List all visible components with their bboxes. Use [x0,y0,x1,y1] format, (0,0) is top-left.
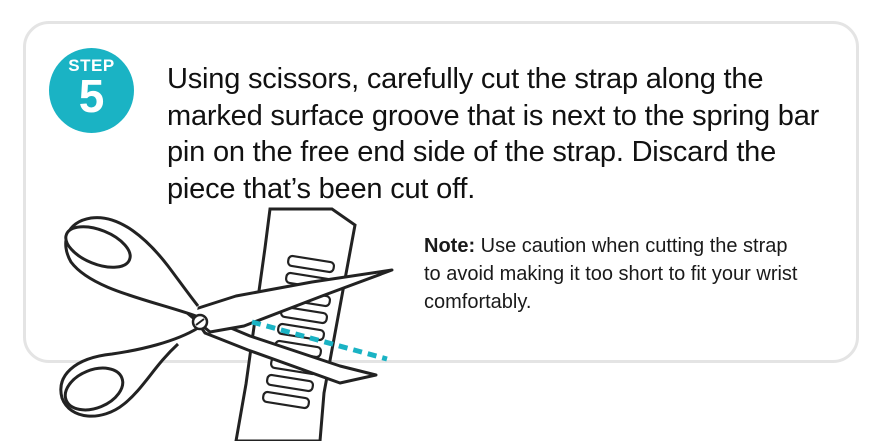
note-text: Note: Use caution when cutting the strap… [424,232,804,316]
note-body: Use caution when cutting the strap to av… [424,235,798,313]
step-label: STEP [68,56,115,75]
step-badge: STEP 5 [49,48,134,133]
note-label: Note: [424,235,476,257]
instruction-text: Using scissors, carefully cut the strap … [167,63,820,205]
step-number: 5 [78,70,105,122]
